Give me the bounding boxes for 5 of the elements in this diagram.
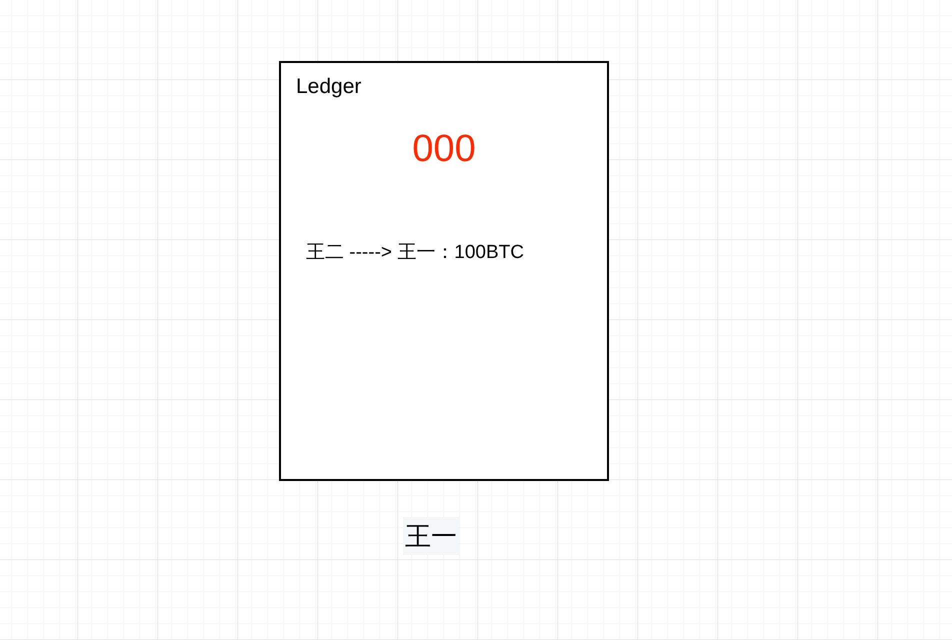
node-caption: 王一 [403,517,459,555]
block-number: 000 [411,127,477,172]
transaction-text: 王二 -----> 王一：100BTC [306,241,525,265]
ledger-box [279,61,609,481]
ledger-heading: Ledger [296,74,362,100]
